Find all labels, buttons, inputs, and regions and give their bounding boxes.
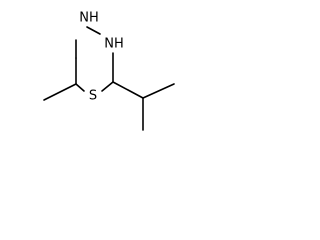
bond-nh-top-nh-right xyxy=(86,26,101,35)
bond-c2-sulfur xyxy=(101,81,114,92)
bond-isopropyl-methyl-b xyxy=(142,83,175,99)
atom-label-nh-top: NH xyxy=(79,11,99,26)
bond-sulfur-c6 xyxy=(75,83,85,92)
atom-label-sulfur: S xyxy=(89,89,97,104)
bond-c2-isopropyl-ch xyxy=(112,81,144,99)
chemical-structure-diagram: NH NH S xyxy=(43,11,175,131)
atom-label-nh-right: NH xyxy=(104,37,124,52)
bond-methyl xyxy=(43,83,77,101)
